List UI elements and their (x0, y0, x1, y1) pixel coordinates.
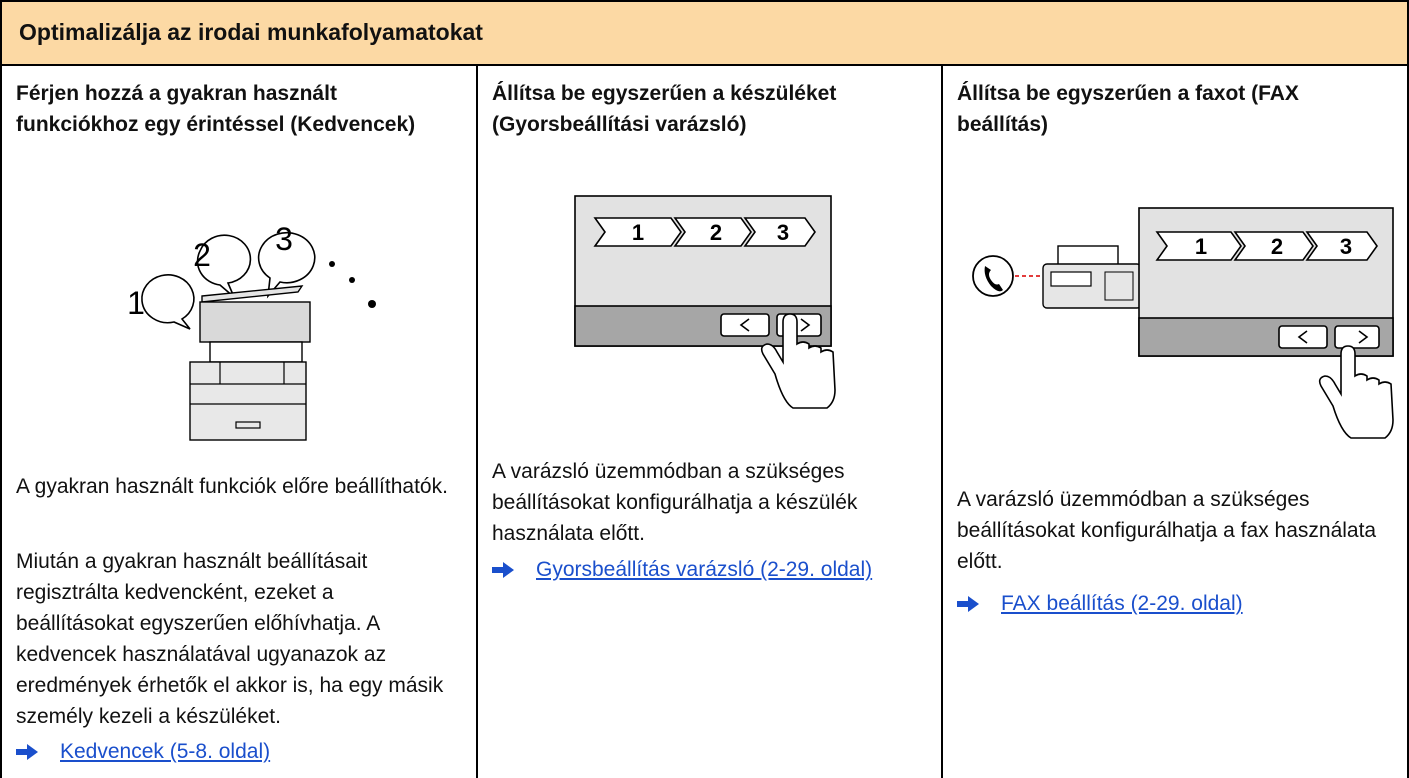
svg-text:2: 2 (1271, 234, 1283, 259)
column-quick-setup: Állítsa be egyszerűen a készüléket (Gyor… (476, 66, 941, 778)
step-1 (593, 217, 682, 247)
favorites-link[interactable]: Kedvencek (5-8. oldal) (60, 740, 271, 763)
svg-text:3: 3 (1340, 234, 1352, 259)
arrow-right-icon (957, 596, 979, 612)
link-row: FAX beállítás (2-29. oldal) (957, 592, 1243, 616)
paragraph: A varázsló üzemmódban a szükséges beállí… (492, 460, 858, 545)
badge-1-number: 1 (127, 285, 145, 321)
paragraph: A varázsló üzemmódban a szükséges beállí… (957, 488, 1377, 573)
fax-wizard-illustration: 1 2 3 (972, 207, 1394, 439)
phone-icon (972, 255, 1014, 297)
link-row: Gyorsbeállítás varázsló (2-29. oldal) (492, 558, 872, 582)
svg-text:3: 3 (777, 220, 789, 245)
section-header: Optimalizálja az irodai munkafolyamatoka… (0, 0, 1409, 66)
fax-setup-link[interactable]: FAX beállítás (2-29. oldal) (1001, 592, 1243, 615)
link-row: Kedvencek (5-8. oldal) (16, 740, 270, 764)
column-title: Állítsa be egyszerűen a faxot (FAX beáll… (957, 82, 1299, 136)
badge-3-number: 3 (275, 221, 293, 257)
svg-text:1: 1 (1195, 234, 1207, 259)
svg-text:1: 1 (632, 220, 644, 245)
step-2 (673, 217, 752, 247)
hand-pointer-icon (760, 313, 836, 409)
back-button (720, 313, 770, 337)
mfp-favorites-illustration: 1 2 3 (127, 221, 376, 441)
column-title: Állítsa be egyszerűen a készüléket (Gyor… (492, 82, 837, 136)
svg-text:2: 2 (710, 220, 722, 245)
badge-2-icon: 2 (193, 234, 252, 298)
column-fax-setup: Állítsa be egyszerűen a faxot (FAX beáll… (941, 66, 1409, 778)
page-title: Optimalizálja az irodai munkafolyamatoka… (19, 19, 483, 45)
hand-pointer-icon (1318, 345, 1394, 439)
wizard-screen-illustration: 1 2 3 (574, 195, 836, 409)
arrow-right-icon (16, 744, 38, 760)
arrow-right-icon (492, 562, 514, 578)
quick-setup-link[interactable]: Gyorsbeállítás varázsló (2-29. oldal) (536, 558, 873, 581)
badge-3-icon: 3 (257, 221, 316, 299)
fax-machine-icon (1042, 245, 1142, 309)
printer-icon (189, 285, 311, 441)
paragraph: Miután a gyakran használt beállításait r… (16, 550, 444, 728)
badge-2-number: 2 (193, 237, 211, 273)
paragraph: A gyakran használt funkciók előre beállí… (16, 475, 448, 498)
step-3 (743, 217, 816, 247)
badge-1-icon: 1 (127, 274, 195, 330)
column-title: Férjen hozzá a gyakran használt funkciók… (16, 82, 416, 136)
column-favorites: Férjen hozzá a gyakran használt funkciók… (0, 66, 476, 778)
